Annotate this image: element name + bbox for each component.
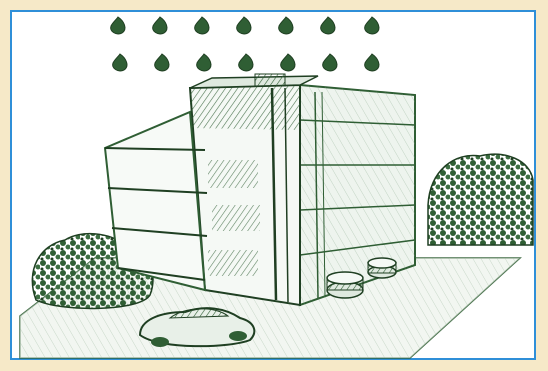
- raindrop-icon: [239, 54, 253, 71]
- raindrop-icon: [323, 54, 337, 71]
- raindrop-icon: [111, 17, 125, 34]
- raindrop-icon: [195, 17, 209, 34]
- raindrop-icon: [237, 17, 251, 34]
- tank-icon: [327, 272, 363, 298]
- raindrop-icon: [155, 54, 169, 71]
- raindrop-icon: [281, 54, 295, 71]
- raindrop-icon: [365, 17, 379, 34]
- raindrop-icon: [321, 17, 335, 34]
- raindrop-icon: [113, 54, 127, 71]
- tank-icon: [368, 258, 396, 278]
- raindrop-icon: [365, 54, 379, 71]
- raindrop-icon: [279, 17, 293, 34]
- tree-icon: [428, 154, 533, 245]
- raindrop-icon: [153, 17, 167, 34]
- rain-drops: [111, 17, 379, 71]
- raindrop-icon: [197, 54, 211, 71]
